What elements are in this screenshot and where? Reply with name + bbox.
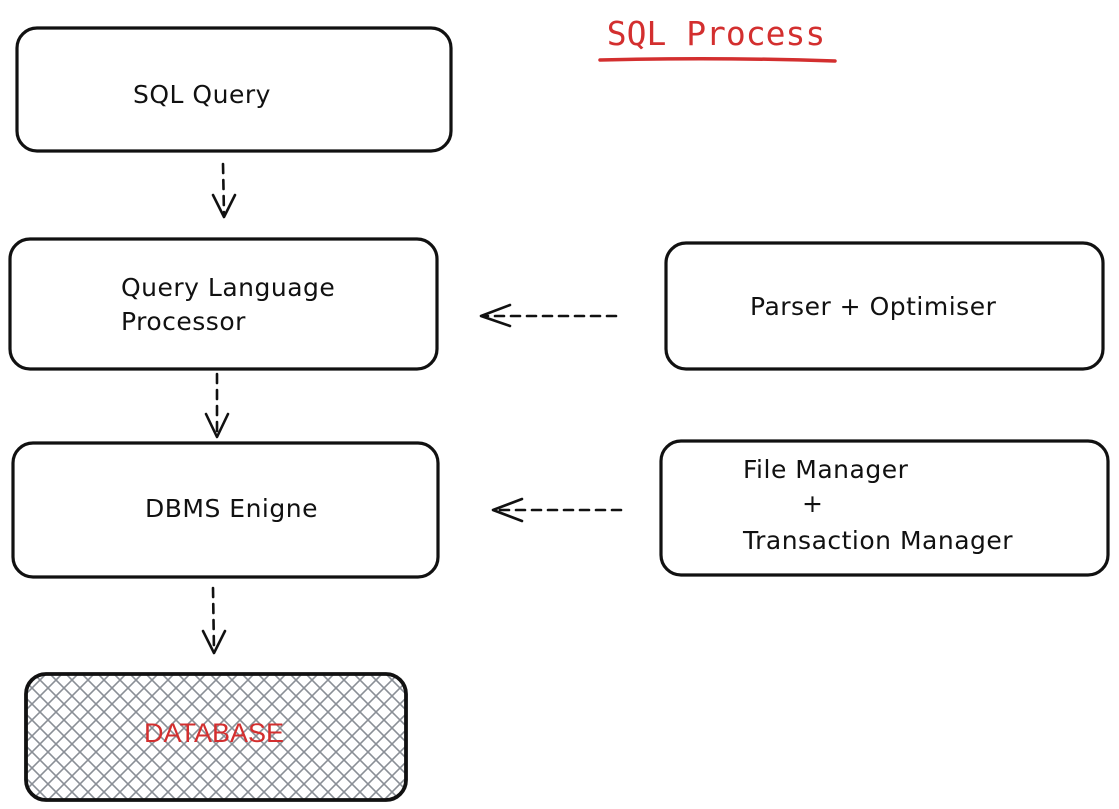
query-language-processor-box: Query Language Processor	[8, 237, 439, 371]
query-processor-label-line2: Processor	[121, 307, 246, 336]
database-label: DATABASE	[144, 718, 284, 748]
arrow-processor-to-dbms	[204, 372, 230, 439]
dbms-engine-box: DBMS Enigne	[11, 441, 440, 579]
database-box: DATABASE	[24, 672, 408, 802]
plus-label: +	[802, 489, 823, 518]
parser-optimiser-box: Parser + Optimiser	[664, 241, 1105, 371]
diagram-title: SQL Process	[598, 14, 837, 63]
arrow-dbms-to-database	[201, 586, 227, 655]
file-manager-label: File Manager	[743, 455, 909, 484]
sql-query-box: SQL Query	[15, 26, 453, 153]
transaction-manager-label: Transaction Manager	[742, 526, 1013, 555]
title-underline	[598, 56, 837, 63]
dbms-engine-label: DBMS Enigne	[145, 494, 318, 523]
arrow-query-to-processor	[211, 162, 237, 219]
arrow-parser-to-processor	[479, 303, 618, 328]
arrow-file-manager-to-dbms	[491, 497, 623, 523]
query-processor-label-line1: Query Language	[121, 273, 335, 302]
file-transaction-manager-box: File Manager + Transaction Manager	[659, 439, 1110, 577]
sql-query-label: SQL Query	[133, 80, 271, 109]
title-text: SQL Process	[607, 14, 826, 53]
parser-optimiser-label: Parser + Optimiser	[750, 292, 997, 321]
